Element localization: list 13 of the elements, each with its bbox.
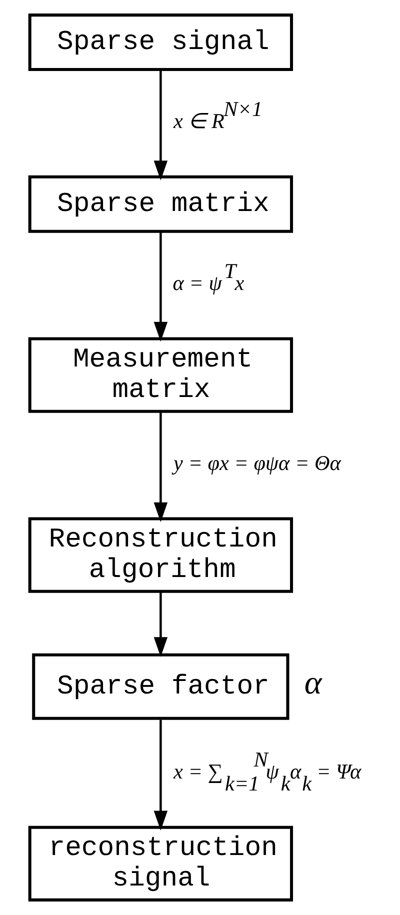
- arrow: [154, 232, 168, 342]
- arrow: [154, 412, 168, 522]
- node-box: Measurement matrix: [28, 337, 294, 413]
- node-box: reconstruction signal: [28, 826, 294, 902]
- arrow: [154, 70, 168, 180]
- node-box: Sparse matrix: [28, 175, 294, 233]
- arrow: [154, 592, 168, 657]
- edge-label: y = φx = φψα = Θα: [174, 450, 341, 475]
- arrow: [154, 720, 168, 830]
- node-box: Reconstruction algorithm: [28, 517, 294, 593]
- node-box: Sparse signal: [28, 14, 294, 72]
- node-box: Sparse factor: [32, 653, 290, 720]
- node-label: α: [304, 664, 322, 702]
